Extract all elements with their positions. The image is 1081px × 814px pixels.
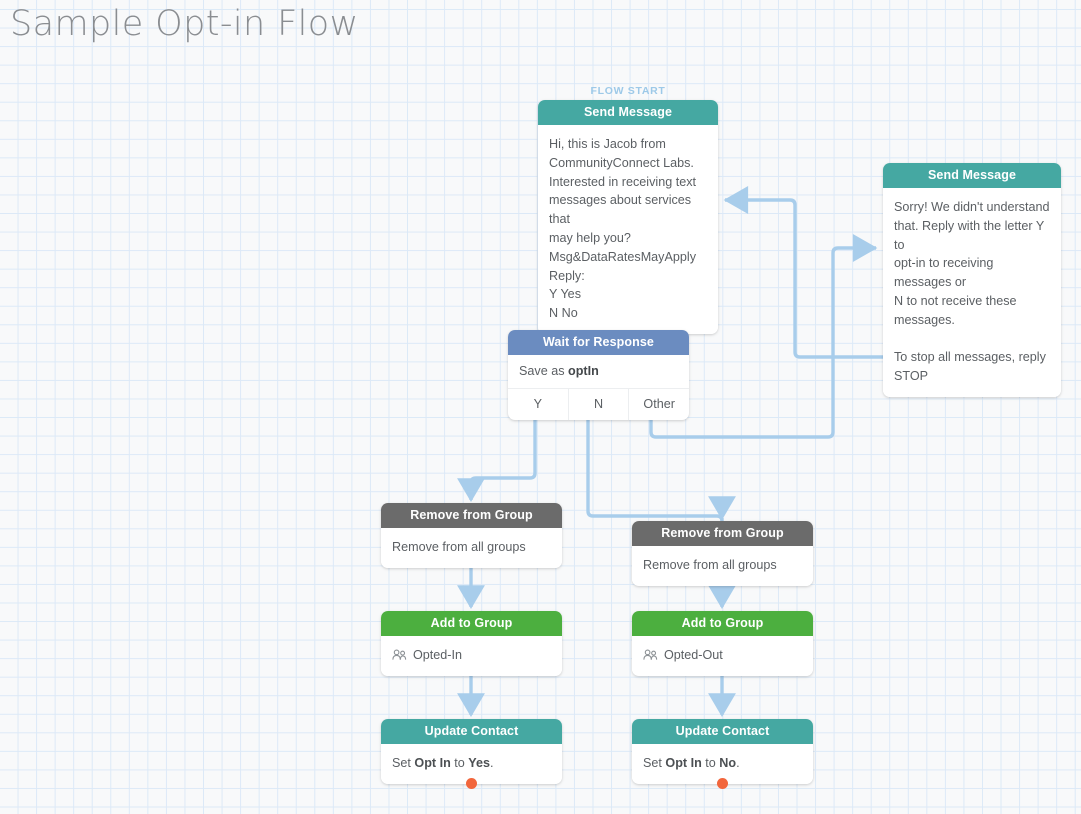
node-header-wait-for-response: Wait for Response [508, 330, 689, 355]
flow-end-dot-left[interactable] [466, 778, 477, 790]
node-body-send-message-error: Sorry! We didn't understand that. Reply … [883, 188, 1061, 397]
people-icon [392, 649, 407, 661]
node-header-send-message-error: Send Message [883, 163, 1061, 188]
message-line: Msg&DataRatesMayApply [549, 249, 696, 264]
node-send-message-intro[interactable]: Send Message Hi, this is Jacob from Comm… [538, 100, 718, 334]
update-value: No [719, 756, 737, 770]
branch-n[interactable]: N [569, 389, 630, 420]
flow-end-dot-right[interactable] [717, 778, 728, 790]
node-header-add-to-group-right: Add to Group [632, 611, 813, 636]
message-line: messages. [894, 312, 955, 327]
wait-branch-row: Y N Other [508, 389, 689, 420]
group-name-left: Opted-In [413, 648, 463, 662]
save-as-prefix: Save as [519, 364, 569, 378]
node-update-contact-left[interactable]: Update Contact Set Opt In to Yes. [381, 719, 562, 790]
group-name-right: Opted-Out [664, 648, 723, 662]
message-line: may help you? [549, 230, 631, 245]
node-body-update-contact-left: Set Opt In to Yes. [381, 744, 562, 784]
update-value: Yes [468, 756, 491, 770]
flow-start-label: FLOW START [590, 85, 666, 97]
people-icon [643, 649, 658, 661]
node-add-to-group-left[interactable]: Add to Group Opted-In [381, 611, 562, 676]
node-header-add-to-group-left: Add to Group [381, 611, 562, 636]
message-line: messages about services that [549, 193, 692, 227]
node-remove-from-group-left[interactable]: Remove from Group Remove from all groups [381, 503, 562, 568]
node-header-send-message-intro: Send Message [538, 100, 718, 125]
message-line-blank [894, 330, 1050, 349]
update-suffix: . [490, 756, 494, 770]
node-send-message-error[interactable]: Send Message Sorry! We didn't understand… [883, 163, 1061, 397]
update-prefix: Set [643, 756, 666, 770]
node-body-add-to-group-right: Opted-Out [632, 636, 813, 676]
branch-y[interactable]: Y [508, 389, 569, 420]
update-middle: to [450, 756, 469, 770]
node-update-contact-right[interactable]: Update Contact Set Opt In to No. [632, 719, 813, 790]
node-body-send-message-intro: Hi, this is Jacob from CommunityConnect … [538, 125, 718, 334]
node-header-remove-from-group-right: Remove from Group [632, 521, 813, 546]
node-body-remove-from-group-left: Remove from all groups [381, 528, 562, 568]
wait-save-as-row: Save as optIn [508, 355, 689, 389]
message-line: Reply: [549, 268, 585, 283]
node-body-add-to-group-left: Opted-In [381, 636, 562, 676]
message-line: STOP [894, 369, 929, 384]
update-field: Opt In [665, 756, 702, 770]
node-wait-for-response[interactable]: Wait for Response Save as optIn Y N Othe… [508, 330, 689, 420]
node-remove-from-group-right[interactable]: Remove from Group Remove from all groups [632, 521, 813, 586]
node-add-to-group-right[interactable]: Add to Group Opted-Out [632, 611, 813, 676]
node-header-update-contact-right: Update Contact [632, 719, 813, 744]
page-title: Sample Opt-in Flow [10, 4, 359, 44]
message-line: N No [549, 306, 578, 321]
update-suffix: . [736, 756, 740, 770]
group-row-right: Opted-Out [643, 646, 802, 665]
message-line: opt-in to receiving messages or [894, 256, 994, 290]
message-line: Hi, this is Jacob from [549, 137, 666, 151]
message-line: Interested in receiving text [549, 174, 697, 189]
node-body-update-contact-right: Set Opt In to No. [632, 744, 813, 784]
message-line: that. Reply with the letter Y to [894, 218, 1045, 252]
node-body-remove-from-group-right: Remove from all groups [632, 546, 813, 586]
save-as-variable: optIn [568, 364, 599, 378]
node-header-remove-from-group-left: Remove from Group [381, 503, 562, 528]
branch-other[interactable]: Other [643, 397, 675, 411]
group-row-left: Opted-In [392, 646, 551, 665]
message-line: Sorry! We didn't understand [894, 200, 1050, 214]
message-line: Y Yes [549, 287, 581, 302]
node-header-update-contact-left: Update Contact [381, 719, 562, 744]
update-prefix: Set [392, 756, 415, 770]
message-line: To stop all messages, reply [894, 350, 1046, 365]
update-field: Opt In [414, 756, 451, 770]
message-line: CommunityConnect Labs. [549, 155, 694, 170]
update-middle: to [701, 756, 720, 770]
message-line: N to not receive these [894, 293, 1017, 308]
